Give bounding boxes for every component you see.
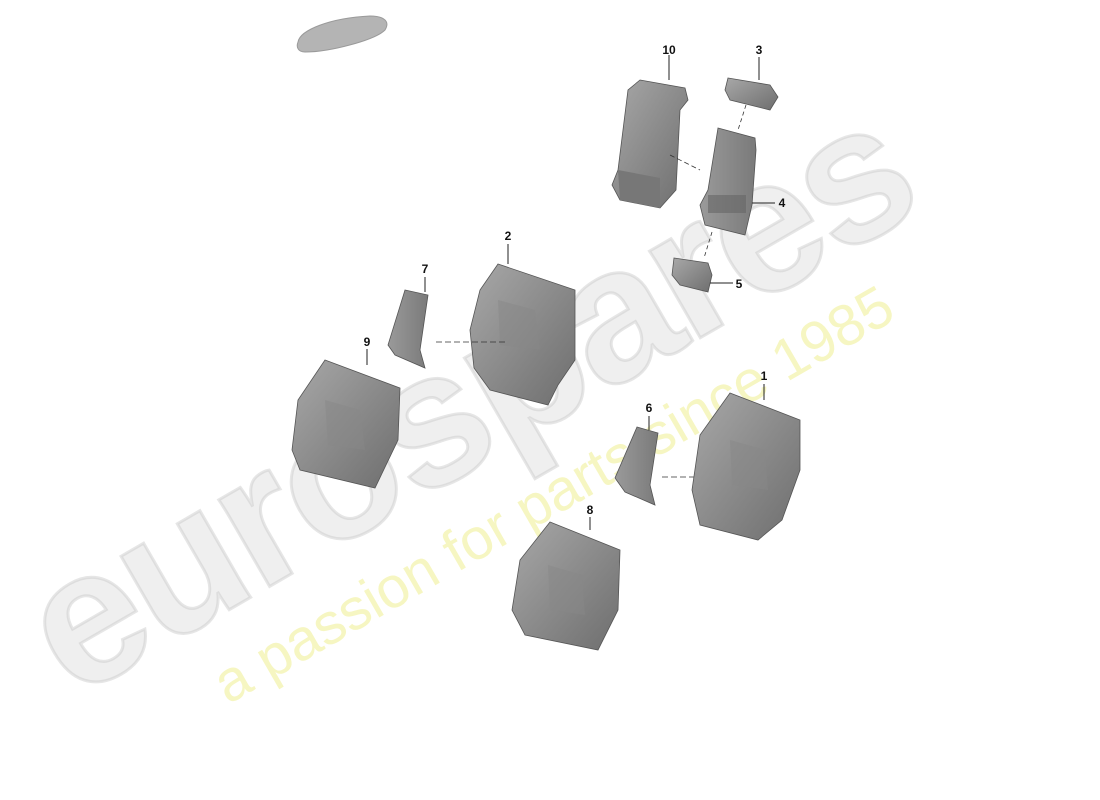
callout-1: 1 <box>760 369 768 383</box>
callout-3: 3 <box>755 43 763 57</box>
callout-4: 4 <box>778 196 786 210</box>
car-silhouette-icon <box>296 15 388 53</box>
part-5-lower-cap[interactable] <box>671 257 713 293</box>
part-2-backrest-center[interactable] <box>436 263 576 406</box>
callout-10: 10 <box>662 43 676 57</box>
part-10-armrest-cover[interactable] <box>611 79 701 209</box>
part-9-backrest-left[interactable] <box>291 359 401 489</box>
part-3-guide-cap[interactable] <box>724 77 779 131</box>
part-8-backrest-lower[interactable] <box>511 521 621 651</box>
callout-6: 6 <box>645 401 653 415</box>
callout-2: 2 <box>504 229 512 243</box>
callout-7: 7 <box>421 262 429 276</box>
part-1-backrest-right[interactable] <box>691 392 801 541</box>
part-7-bolster-left[interactable] <box>387 289 429 369</box>
callout-5: 5 <box>735 277 743 291</box>
callout-9: 9 <box>363 335 371 349</box>
part-4-center-frame[interactable] <box>699 127 757 259</box>
callout-8: 8 <box>586 503 594 517</box>
